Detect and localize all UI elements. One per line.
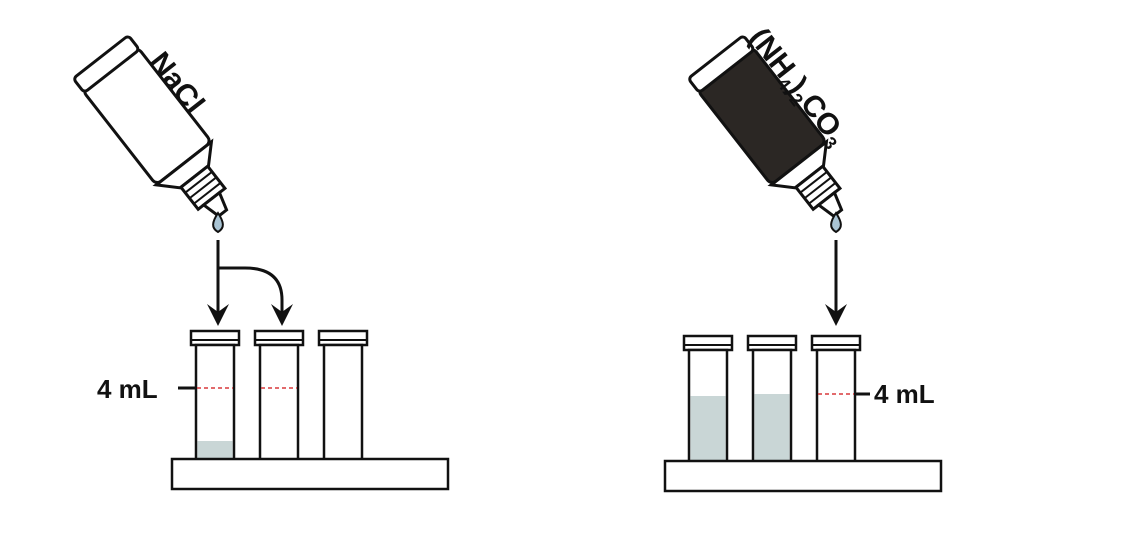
tube-rim <box>746 334 798 352</box>
test-tube-rack <box>170 457 450 491</box>
neck-thread <box>193 182 222 205</box>
tube-rim <box>189 329 241 347</box>
test-tube <box>253 329 305 462</box>
neck-thread <box>799 170 828 194</box>
volume-label: 4 mL <box>874 379 935 409</box>
drop-icon <box>212 211 224 234</box>
drop-icon <box>830 211 842 234</box>
neck-thread <box>803 176 832 200</box>
bottle-cap-band <box>73 35 140 93</box>
tube-body <box>815 348 857 464</box>
split-arrows <box>216 240 284 318</box>
tube-rim <box>810 334 862 352</box>
tube-body <box>322 343 364 462</box>
arrowhead-icon <box>271 304 293 326</box>
test-tube <box>317 329 369 462</box>
tube-rim <box>682 334 734 352</box>
arrowhead-icon <box>207 304 229 326</box>
test-tube <box>810 334 862 464</box>
left-panel: NaCl <box>73 35 450 491</box>
bottle-cap-band <box>688 35 755 93</box>
tube-liquid <box>754 394 790 461</box>
arrow-line-curve <box>218 266 284 318</box>
tube-rim <box>317 329 369 347</box>
bottle-nozzle <box>201 190 229 218</box>
test-tube <box>189 329 241 462</box>
tube-liquid <box>197 441 233 459</box>
arrowhead-icon <box>825 304 847 326</box>
tube-liquid <box>690 396 726 461</box>
nacl-dropper-bottle: NaCl <box>73 35 229 218</box>
volume-label: 4 mL <box>97 374 158 404</box>
neck-thread <box>808 182 837 205</box>
bottle-nozzle <box>816 190 844 218</box>
ammonium-carbonate-dropper-bottle: (NH4)2CO3 <box>688 22 848 218</box>
test-tube <box>746 334 798 464</box>
right-panel: (NH4)2CO3 4 mL <box>663 22 943 493</box>
test-tube <box>682 334 734 464</box>
tube-body <box>258 343 300 462</box>
neck-thread <box>184 170 213 194</box>
test-tube-rack <box>663 459 943 493</box>
neck-thread <box>188 176 217 200</box>
tube-rim <box>253 329 305 347</box>
